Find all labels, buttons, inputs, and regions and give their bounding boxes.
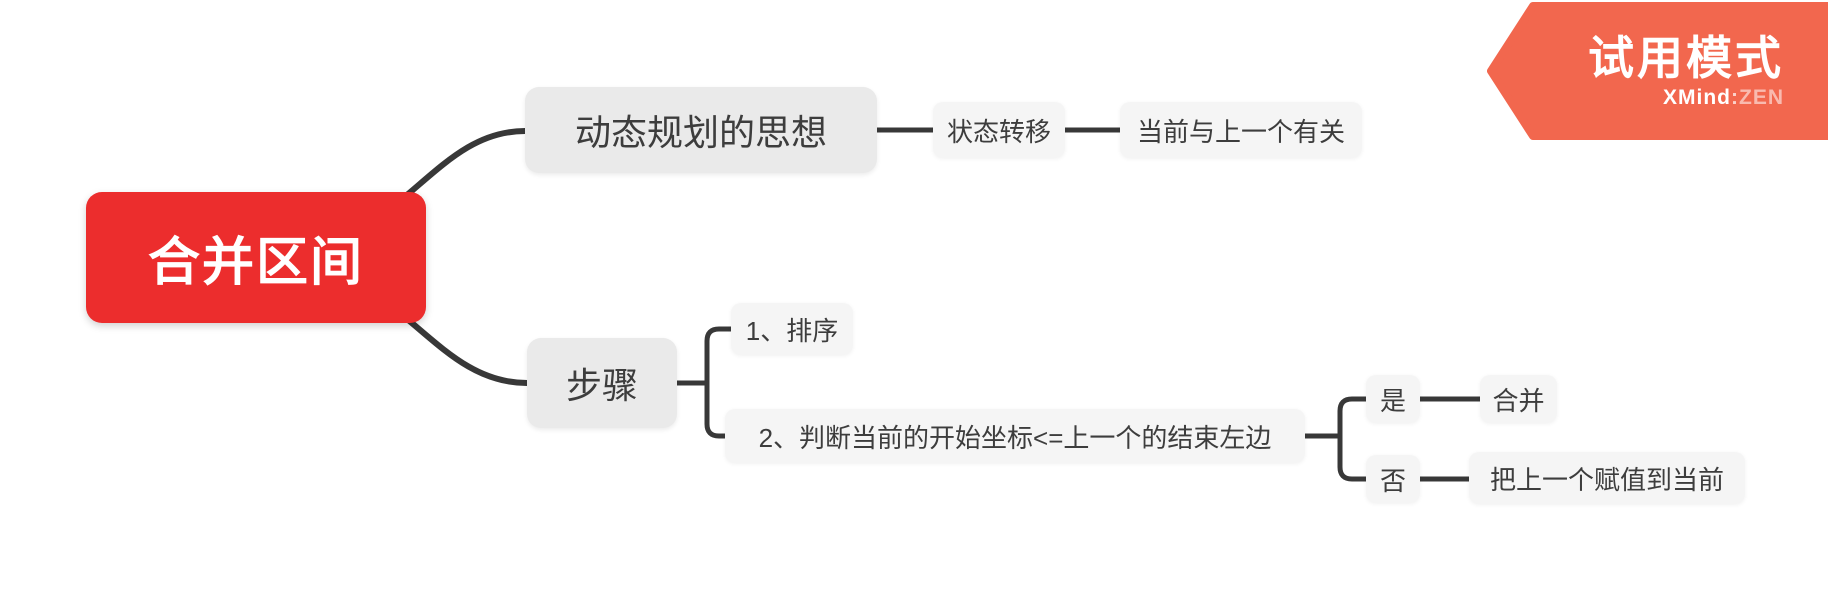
connector-judge-bracket [1337, 396, 1369, 482]
topic-step1-sort[interactable]: 1、排序 [731, 303, 853, 355]
xmind-zen-logo: XMind:ZEN [1663, 86, 1784, 110]
topic-state-transition[interactable]: 状态转移 [933, 102, 1065, 158]
topic-yes[interactable]: 是 [1366, 375, 1420, 423]
topic-current-related-to-previous[interactable]: 当前与上一个有关 [1120, 102, 1362, 158]
trial-badge-text: 试用模式 XMind:ZEN [1588, 2, 1784, 140]
topic-assign-previous-to-current[interactable]: 把上一个赋值到当前 [1469, 452, 1745, 504]
topic-steps[interactable]: 步骤 [527, 338, 677, 428]
topic-step2-judge-coordinates[interactable]: 2、判断当前的开始坐标<=上一个的结束左边 [725, 409, 1305, 463]
trial-badge-ribbon-shape [1487, 2, 1828, 140]
connector-steps-bracket [704, 326, 734, 439]
brand-name: XMind [1663, 86, 1731, 110]
brand-separator: : [1731, 86, 1739, 110]
topic-dp-idea[interactable]: 动态规划的思想 [525, 87, 877, 173]
trial-mode-label: 试用模式 [1588, 31, 1784, 84]
root-topic-merge-intervals[interactable]: 合并区间 [86, 192, 426, 323]
topic-merge[interactable]: 合并 [1480, 375, 1557, 423]
trial-mode-badge[interactable]: 试用模式 XMind:ZEN [1487, 2, 1828, 140]
brand-edition: ZEN [1739, 86, 1784, 110]
topic-no[interactable]: 否 [1366, 455, 1420, 503]
